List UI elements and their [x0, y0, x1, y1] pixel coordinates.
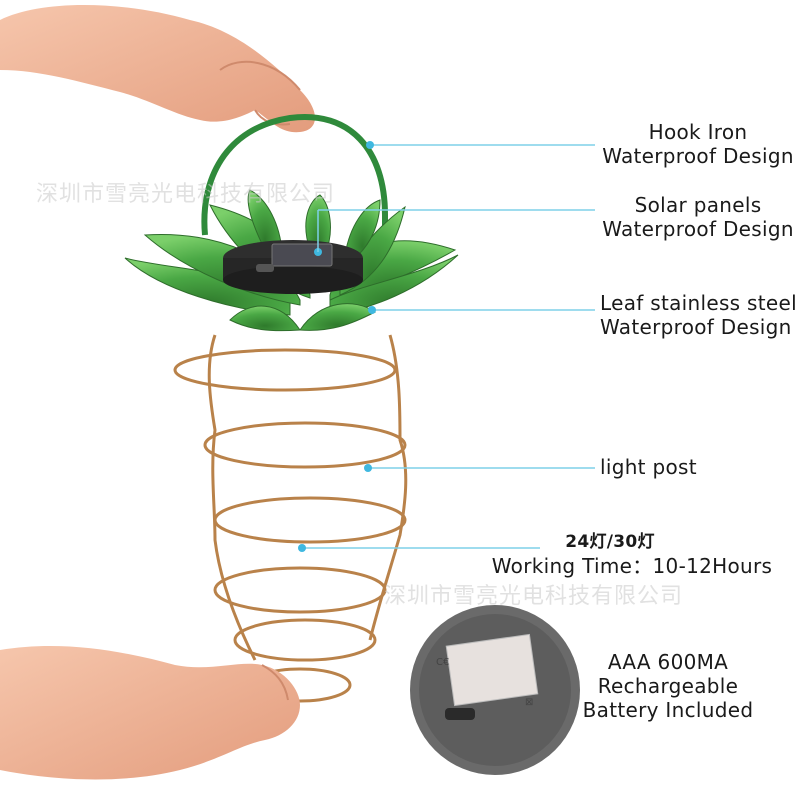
callout-dots — [298, 141, 376, 552]
callout-post-line1: light post — [600, 455, 697, 479]
copper-light-spiral — [173, 334, 408, 703]
callout-hook: Hook Iron Waterproof Design — [598, 120, 798, 168]
callout-battery-line1: AAA 600MA — [607, 650, 729, 674]
callout-battery: AAA 600MA Rechargeable Battery Included — [576, 650, 760, 722]
leaf-petals — [124, 189, 459, 332]
callout-leaf-line2: Waterproof Design — [600, 315, 792, 339]
callout-battery-line2: Rechargeable — [597, 674, 739, 698]
hook-handle — [201, 114, 388, 270]
callout-hook-line2: Waterproof Design — [602, 144, 794, 168]
callout-leaf: Leaf stainless steel Waterproof Design — [600, 291, 797, 339]
callout-working-line2: Working Time：10-12Hours — [491, 554, 773, 578]
callout-solar: Solar panels Waterproof Design — [598, 193, 798, 241]
callout-solar-line2: Waterproof Design — [602, 217, 794, 241]
callout-working-line1: 24灯/30灯 — [565, 532, 655, 552]
watermark-middle: 深圳市雪亮光电科技有限公司 — [384, 584, 684, 609]
callout-hook-line1: Hook Iron — [648, 120, 748, 144]
watermark-top: 深圳市雪亮光电科技有限公司 — [36, 182, 336, 207]
svg-text:C€: C€ — [436, 657, 449, 668]
bottom-hand — [0, 645, 300, 780]
svg-text:⊠: ⊠ — [525, 697, 533, 708]
solar-puck — [223, 240, 363, 294]
inset-solar-panel — [445, 633, 539, 707]
callout-leaf-line1: Leaf stainless steel — [600, 291, 797, 315]
callout-battery-line3: Battery Included — [582, 698, 754, 722]
top-hand — [0, 5, 315, 133]
battery-inset: ⊠ C€ — [410, 605, 580, 775]
callout-lines — [302, 144, 595, 549]
callout-working: 24灯/30灯 Working Time：10-12Hours — [486, 530, 778, 578]
callout-solar-line1: Solar panels — [634, 193, 762, 217]
solar-panel — [271, 243, 333, 267]
callout-post: light post — [600, 455, 697, 479]
